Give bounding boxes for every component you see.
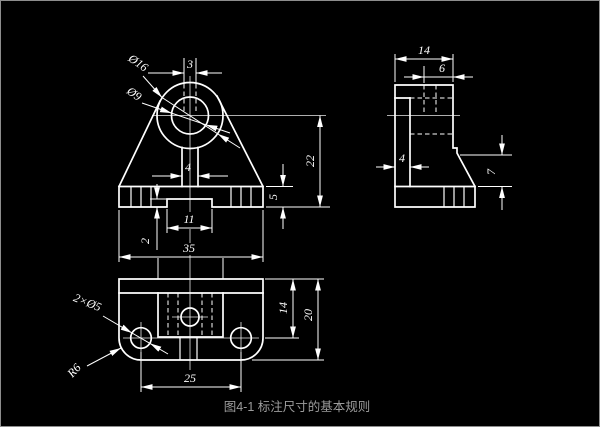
center-hole [180,307,200,327]
dim-front-to-center: 14 [276,302,290,314]
dim-stem-width: 4 [185,160,191,174]
dim-base-height: 5 [266,194,280,200]
dim-slot-width: 3 [186,57,193,71]
dim-plate-depth: 20 [301,309,315,321]
boss-outer-circle [156,81,224,150]
dim-hole-note: 2×Ø5 [72,290,104,314]
dim-center-height: 22 [303,155,317,167]
dim-boss-diameter: Ø16 [125,50,151,74]
dim-hole-diameter: Ø9 [123,83,144,103]
boss-hole-circle [170,96,210,135]
left-mount-hole [129,326,153,350]
base-projection-lines [130,186,252,207]
dim-slot-offset: 6 [439,61,445,75]
dim-step-height: 7 [484,168,498,175]
dim-notch-depth: 2 [138,238,152,244]
side-view: 14 6 4 7 [376,43,512,210]
base-outline [118,185,264,208]
dim-base-width: 35 [182,241,195,255]
boss-projection [157,292,224,338]
dim-notch-width: 11 [183,212,194,226]
front-view: 3 Ø16 Ø9 4 11 2 35 5 [117,50,330,370]
dim-wall-thickness: 4 [399,151,405,165]
dim-corner-radius: R6 [64,361,84,381]
side-base-projection-lines [443,186,465,207]
figure-caption: 图4-1 标注尺寸的基本规则 [224,399,371,414]
dim-hole-spacing: 25 [184,371,196,385]
dim-depth: 14 [418,43,430,57]
side-outline [394,84,476,208]
right-mount-hole [229,326,253,350]
bottom-view: 2×Ø5 R6 25 14 20 [64,258,324,392]
